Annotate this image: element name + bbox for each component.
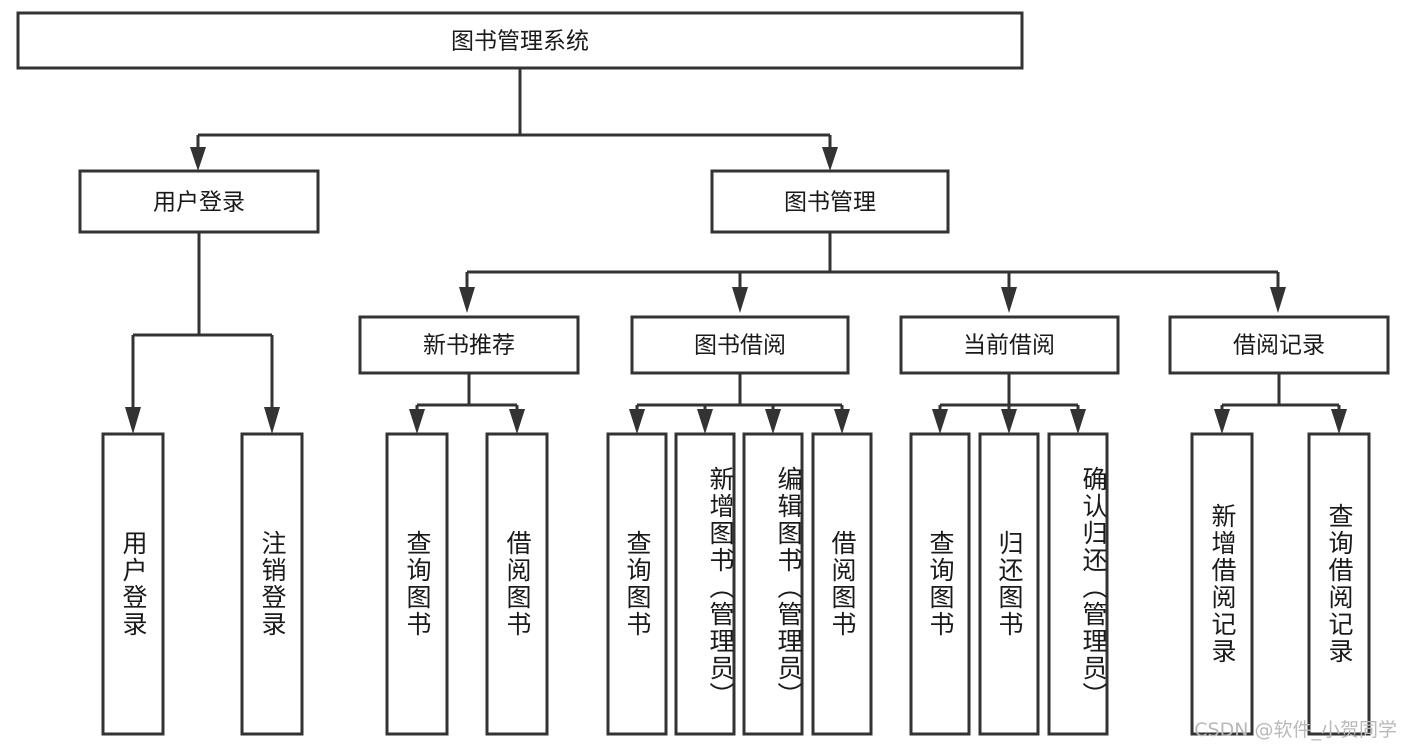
arrow-root-to-bookmgmt <box>822 147 838 171</box>
leaf-box-user-login[interactable] <box>101 432 165 736</box>
leaf-box-query-book-current[interactable] <box>909 432 971 736</box>
leaf-box-query-borrow-record[interactable] <box>1307 432 1371 736</box>
arrow-borrow-leaf-3 <box>765 409 781 434</box>
watermark-text: CSDN @软件_小贺同学 <box>1194 719 1397 741</box>
leaf-label-query-book-current: 查询图书 <box>926 530 955 638</box>
node-root-label: 图书管理系统 <box>451 29 589 55</box>
node-current-borrow-label: 当前借阅 <box>963 333 1055 359</box>
arrow-borrow-leaf-2 <box>697 409 713 434</box>
arrow-borrow-leaf-1 <box>629 409 645 434</box>
leaf-box-borrow-book[interactable] <box>811 432 873 736</box>
arrow-recommend-leaf-2 <box>509 409 525 434</box>
node-user-login-label: 用户登录 <box>153 190 245 216</box>
leaf-label-query-book-borrow: 查询图书 <box>623 530 652 638</box>
arrow-login-leaf-1 <box>125 407 141 434</box>
node-new-book-recommend-box[interactable] <box>358 315 580 375</box>
arrow-current-leaf-2 <box>1001 409 1017 434</box>
node-book-management-label: 图书管理 <box>784 190 876 216</box>
arrow-record-leaf-1 <box>1214 409 1230 434</box>
leaf-label-borrow-book-recommend: 借阅图书 <box>503 530 532 638</box>
leaf-label-add-book-admin: 新增图书（管理员） <box>706 465 735 709</box>
arrow-current-leaf-1 <box>932 409 948 434</box>
arrow-record-leaf-2 <box>1331 409 1347 434</box>
leaf-label-return-book: 归还图书 <box>995 530 1024 638</box>
leaf-label-user-login: 用户登录 <box>119 530 148 638</box>
node-root-box[interactable] <box>16 11 1024 70</box>
leaf-box-query-book-borrow[interactable] <box>606 432 668 736</box>
arrow-bookmgmt-child-1 <box>459 287 475 313</box>
leaf-box-add-borrow-record[interactable] <box>1190 432 1254 736</box>
arrow-root-to-login <box>190 147 206 171</box>
node-borrow-record-label: 借阅记录 <box>1233 333 1325 359</box>
arrow-bookmgmt-child-4 <box>1270 287 1286 313</box>
node-current-borrow-box[interactable] <box>899 315 1120 375</box>
leaf-box-borrow-book-recommend[interactable] <box>485 432 549 736</box>
node-book-borrow-label: 图书借阅 <box>694 333 786 359</box>
arrow-bookmgmt-child-3 <box>1001 287 1017 313</box>
leaf-box-return-book[interactable] <box>978 432 1040 736</box>
leaf-label-query-book-recommend: 查询图书 <box>403 530 432 638</box>
node-book-borrow-box[interactable] <box>630 315 850 375</box>
leaf-box-edit-book-admin[interactable] <box>742 432 804 736</box>
leaf-label-query-borrow-record: 查询借阅记录 <box>1325 503 1354 665</box>
arrow-current-leaf-3 <box>1070 409 1086 434</box>
arrow-recommend-leaf-1 <box>409 409 425 434</box>
arrow-login-leaf-2 <box>264 407 280 434</box>
leaf-box-query-book-recommend[interactable] <box>385 432 449 736</box>
leaf-label-logout: 注销登录 <box>258 530 287 638</box>
leaf-box-add-book-admin[interactable] <box>674 432 736 736</box>
arrow-borrow-leaf-4 <box>834 409 850 434</box>
arrow-bookmgmt-child-2 <box>732 287 748 313</box>
node-new-book-recommend-label: 新书推荐 <box>423 333 515 359</box>
leaf-label-add-borrow-record: 新增借阅记录 <box>1208 503 1237 665</box>
leaf-label-borrow-book: 借阅图书 <box>828 530 857 638</box>
leaf-label-confirm-return-admin: 确认归还（管理员） <box>1079 465 1108 709</box>
leaf-box-logout[interactable] <box>240 432 304 736</box>
leaf-box-confirm-return-admin[interactable] <box>1047 432 1109 736</box>
leaf-label-edit-book-admin: 编辑图书（管理员） <box>774 465 803 709</box>
